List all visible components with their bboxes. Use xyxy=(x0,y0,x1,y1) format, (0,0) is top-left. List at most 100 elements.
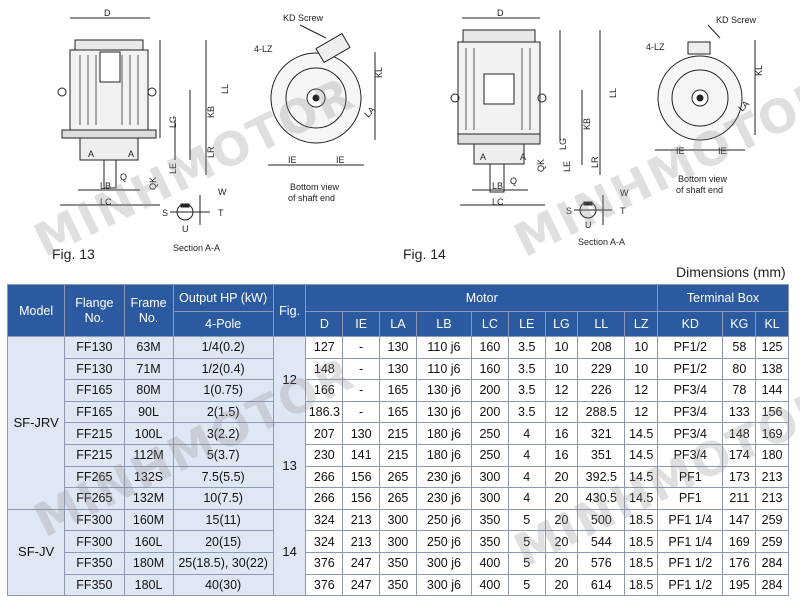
output-cell: 2(1.5) xyxy=(172,400,274,424)
cell-lc: 300 xyxy=(471,465,509,489)
cell-d: 376 xyxy=(305,551,344,575)
cell-ie: - xyxy=(342,400,381,424)
cell-lz: 12 xyxy=(624,379,659,402)
cell-lg: 10 xyxy=(544,357,579,381)
flange-cell: FF215 xyxy=(64,422,125,445)
fig14-section-view: S U T W xyxy=(566,188,629,230)
header-col-kl: KL xyxy=(755,311,789,337)
cell-la: 300 xyxy=(379,508,417,532)
cell-lg: 20 xyxy=(544,551,579,575)
cell-lg: 10 xyxy=(544,336,579,359)
cell-kg: 78 xyxy=(722,379,757,402)
cell-lz: 14.5 xyxy=(624,465,659,489)
svg-text:A: A xyxy=(480,152,486,162)
cell-lz: 10 xyxy=(624,357,659,381)
output-cell: 5(3.7) xyxy=(172,443,274,467)
cell-ll: 229 xyxy=(577,357,626,381)
model-cell: SF-JV xyxy=(6,508,66,597)
frame-cell: 63M xyxy=(123,336,174,359)
cell-kl: 259 xyxy=(755,530,789,553)
cell-la: 350 xyxy=(379,551,417,575)
cell-le: 5 xyxy=(507,530,546,553)
cell-ll: 208 xyxy=(577,336,626,359)
cell-la: 165 xyxy=(379,400,417,424)
svg-text:4-LZ: 4-LZ xyxy=(254,44,273,54)
cell-ll: 576 xyxy=(577,551,626,575)
cell-lc: 250 xyxy=(471,422,509,445)
svg-text:A: A xyxy=(520,152,526,162)
svg-text:LE: LE xyxy=(562,161,572,172)
cell-ll: 614 xyxy=(577,573,626,597)
header-col-kg: KG xyxy=(722,311,757,337)
cell-kg: 174 xyxy=(722,443,757,467)
cell-lb: 230 j6 xyxy=(415,487,473,510)
flange-cell: FF130 xyxy=(64,336,125,359)
flange-cell: FF300 xyxy=(64,508,125,532)
cell-kd: PF1/2 xyxy=(657,336,724,359)
cell-la: 130 xyxy=(379,357,417,381)
svg-text:U: U xyxy=(585,220,592,230)
cell-lb: 180 j6 xyxy=(415,443,473,467)
cell-ie: 156 xyxy=(342,465,381,489)
cell-ie: - xyxy=(342,336,381,359)
flange-cell: FF350 xyxy=(64,551,125,575)
cell-d: 230 xyxy=(305,443,344,467)
cell-le: 5 xyxy=(507,573,546,597)
cell-d: 148 xyxy=(305,357,344,381)
cell-le: 3.5 xyxy=(507,357,546,381)
svg-text:KL: KL xyxy=(754,65,764,76)
output-cell: 1(0.75) xyxy=(172,379,274,402)
cell-kg: 147 xyxy=(722,508,757,532)
svg-text:S: S xyxy=(566,206,572,216)
frame-cell: 180L xyxy=(123,573,174,597)
svg-text:D: D xyxy=(104,8,111,18)
frame-cell: 90L xyxy=(123,400,174,424)
cell-d: 266 xyxy=(305,465,344,489)
header-col-lg: LG xyxy=(544,311,579,337)
cell-kd: PF1 1/4 xyxy=(657,530,724,553)
cell-kg: 148 xyxy=(722,422,757,445)
flange-cell: FF130 xyxy=(64,357,125,381)
cell-ie: 141 xyxy=(342,443,381,467)
cell-ll: 500 xyxy=(577,508,626,532)
cell-la: 265 xyxy=(379,487,417,510)
cell-lz: 18.5 xyxy=(624,551,659,575)
frame-cell: 180M xyxy=(123,551,174,575)
fig-cell: 12 xyxy=(272,335,307,424)
svg-text:LL: LL xyxy=(220,84,230,94)
output-cell: 1/4(0.2) xyxy=(172,336,274,359)
technical-drawings: D LL KB LG LR LE QK Q LB LC A A xyxy=(57,8,764,234)
fig14-section-label: Section A-A xyxy=(578,237,626,247)
cell-lb: 180 j6 xyxy=(415,422,473,445)
svg-text:W: W xyxy=(218,187,227,197)
cell-ie: 247 xyxy=(342,573,381,597)
cell-lz: 18.5 xyxy=(624,530,659,553)
cell-lg: 20 xyxy=(544,508,579,532)
cell-kl: 156 xyxy=(755,400,789,424)
cell-le: 3.5 xyxy=(507,400,546,424)
svg-text:W: W xyxy=(620,188,629,198)
cell-kl: 180 xyxy=(755,443,789,467)
header-flange: Flange No. xyxy=(64,284,125,337)
flange-cell: FF165 xyxy=(64,379,125,402)
fig14-side-view: D LL KB LG LR LE QK Q LB LC A A xyxy=(450,8,618,207)
cell-kd: PF3/4 xyxy=(657,422,724,445)
cell-kg: 211 xyxy=(722,487,757,510)
svg-text:IE: IE xyxy=(336,155,345,165)
output-cell: 3(2.2) xyxy=(172,422,274,445)
output-cell: 10(7.5) xyxy=(172,487,274,510)
cell-lz: 10 xyxy=(624,336,659,359)
cell-lz: 14.5 xyxy=(624,487,659,510)
output-cell: 15(11) xyxy=(172,508,274,532)
cell-lz: 18.5 xyxy=(624,508,659,532)
svg-text:KB: KB xyxy=(582,118,592,130)
svg-text:T: T xyxy=(218,208,224,218)
fig14-front-view: KD Screw 4-LZ KL LA IE IE xyxy=(646,15,764,156)
cell-lc: 160 xyxy=(471,336,509,359)
svg-text:LR: LR xyxy=(590,156,600,168)
fig13-section-label: Section A-A xyxy=(173,243,221,253)
